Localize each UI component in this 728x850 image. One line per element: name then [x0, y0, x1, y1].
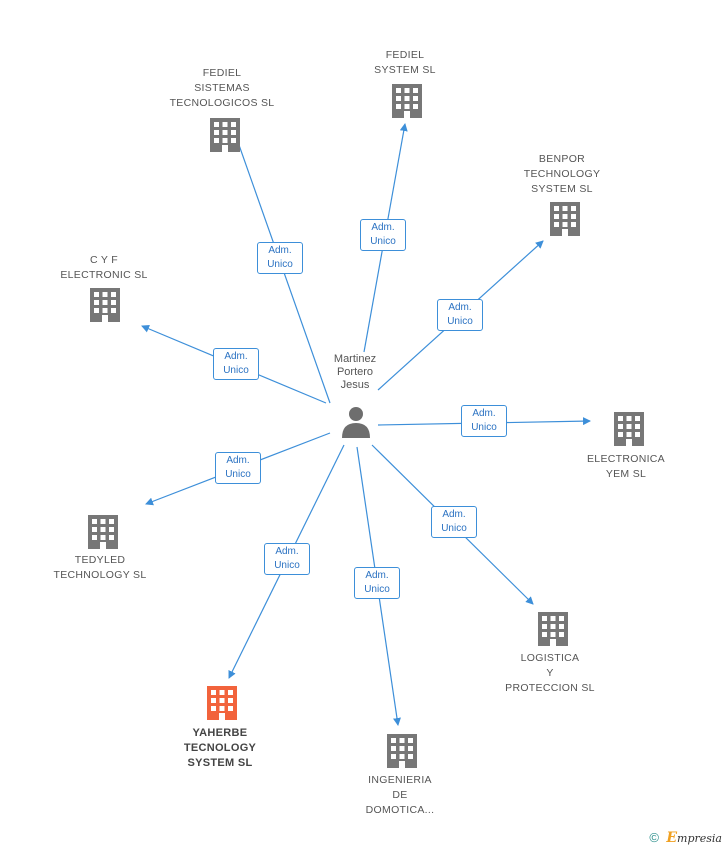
person-name[interactable]: Martinez Portero Jesus [290, 353, 420, 392]
role-badge-text: Unico [370, 236, 396, 247]
company-label-line: C Y F [90, 254, 118, 266]
company-label-line: TECNOLOGY [183, 742, 257, 754]
building-icon[interactable] [207, 686, 237, 720]
copyright-notice: © Empresia [649, 830, 722, 846]
company-label-logistica[interactable]: LOGISTICA Y PROTECCION SL [470, 651, 630, 696]
company-label-line: TECHNOLOGY SL [53, 569, 147, 581]
person-icon [342, 407, 370, 438]
role-badge[interactable]: Adm. Unico [257, 242, 303, 274]
role-badge[interactable]: Adm. Unico [354, 567, 400, 599]
role-badge[interactable]: Adm. Unico [461, 405, 507, 437]
company-label-line: Y [546, 667, 554, 679]
building-icon[interactable] [550, 202, 580, 236]
building-icon[interactable] [88, 515, 118, 549]
company-label-line: INGENIERIA [368, 774, 432, 786]
brand-logo[interactable]: Empresia [666, 830, 722, 846]
role-badge-text: Unico [441, 523, 467, 534]
person-name-line: Jesus [340, 379, 370, 391]
role-badge[interactable]: Adm. Unico [264, 543, 310, 575]
company-label-tedyled[interactable]: TEDYLED TECHNOLOGY SL [20, 553, 180, 583]
edge-layer [141, 123, 591, 726]
role-badge-text: Unico [225, 469, 251, 480]
person-name-line: Portero [336, 366, 374, 378]
role-badge-text: Adm. [472, 408, 496, 419]
role-badge-text: Adm. [268, 245, 292, 256]
company-label-line: TECHNOLOGY [523, 168, 601, 180]
role-badge[interactable]: Adm. Unico [215, 452, 261, 484]
building-icon[interactable] [90, 288, 120, 322]
company-label-line: SYSTEM SL [187, 757, 253, 769]
company-label-fediel-system[interactable]: FEDIEL SYSTEM SL [325, 48, 485, 78]
role-badge-text: Unico [364, 584, 390, 595]
company-label-line: YEM SL [605, 468, 647, 480]
role-badge-text: Unico [274, 560, 300, 571]
company-label-line: BENPOR [538, 153, 586, 165]
company-label-line: DE [392, 789, 408, 801]
company-label-yaherbe[interactable]: YAHERBE TECNOLOGY SYSTEM SL [140, 726, 300, 771]
role-badge-text: Unico [223, 365, 249, 376]
role-badge-text: Adm. [226, 455, 250, 466]
company-label-line: PROTECCION SL [505, 682, 595, 694]
company-label-line: SYSTEM SL [374, 64, 436, 76]
company-label-fediel-sistemas[interactable]: FEDIEL SISTEMAS TECNOLOGICOS SL [142, 66, 302, 111]
role-badge[interactable]: Adm. Unico [431, 506, 477, 538]
role-badge-text: Adm. [448, 302, 472, 313]
company-label-line: SISTEMAS [194, 82, 250, 94]
company-label-line: LOGISTICA [520, 652, 580, 664]
building-icon[interactable] [387, 734, 417, 768]
copyright-icon: © [649, 830, 660, 845]
company-label-line: TECNOLOGICOS SL [169, 97, 275, 109]
company-label-cyf[interactable]: C Y F ELECTRONIC SL [24, 253, 184, 283]
company-label-benpor[interactable]: BENPOR TECHNOLOGY SYSTEM SL [482, 152, 642, 197]
role-badge-text: Adm. [275, 546, 299, 557]
company-label-line: FEDIEL [385, 49, 425, 61]
role-badge-text: Adm. [371, 222, 395, 233]
building-icon[interactable] [538, 612, 568, 646]
company-label-ingenieria[interactable]: INGENIERIA DE DOMOTICA... [320, 773, 480, 818]
person-name-line: Martinez [333, 353, 377, 365]
role-badge-text: Unico [471, 422, 497, 433]
role-badge-text: Unico [267, 259, 293, 270]
company-label-line: FEDIEL [202, 67, 242, 79]
company-label-line: SYSTEM SL [531, 183, 593, 195]
person-node[interactable] [342, 407, 370, 438]
company-label-line: ELECTRONIC SL [60, 269, 148, 281]
company-label-line: ELECTRONICA [587, 453, 665, 465]
company-label-line: TEDYLED [74, 554, 126, 566]
role-badge-text: Adm. [224, 351, 248, 362]
company-label-line: DOMOTICA... [365, 804, 435, 816]
company-label-electronica-yem[interactable]: ELECTRONICA YEM SL [546, 452, 706, 482]
role-badge-text: Unico [447, 316, 473, 327]
company-label-line: YAHERBE [192, 727, 248, 739]
role-badge[interactable]: Adm. Unico [360, 219, 406, 251]
role-badge-text: Adm. [365, 570, 389, 581]
role-badge-text: Adm. [442, 509, 466, 520]
role-badge[interactable]: Adm. Unico [213, 348, 259, 380]
building-icon[interactable] [614, 412, 644, 446]
building-icon[interactable] [210, 118, 240, 152]
role-badge[interactable]: Adm. Unico [437, 299, 483, 331]
building-icon[interactable] [392, 84, 422, 118]
